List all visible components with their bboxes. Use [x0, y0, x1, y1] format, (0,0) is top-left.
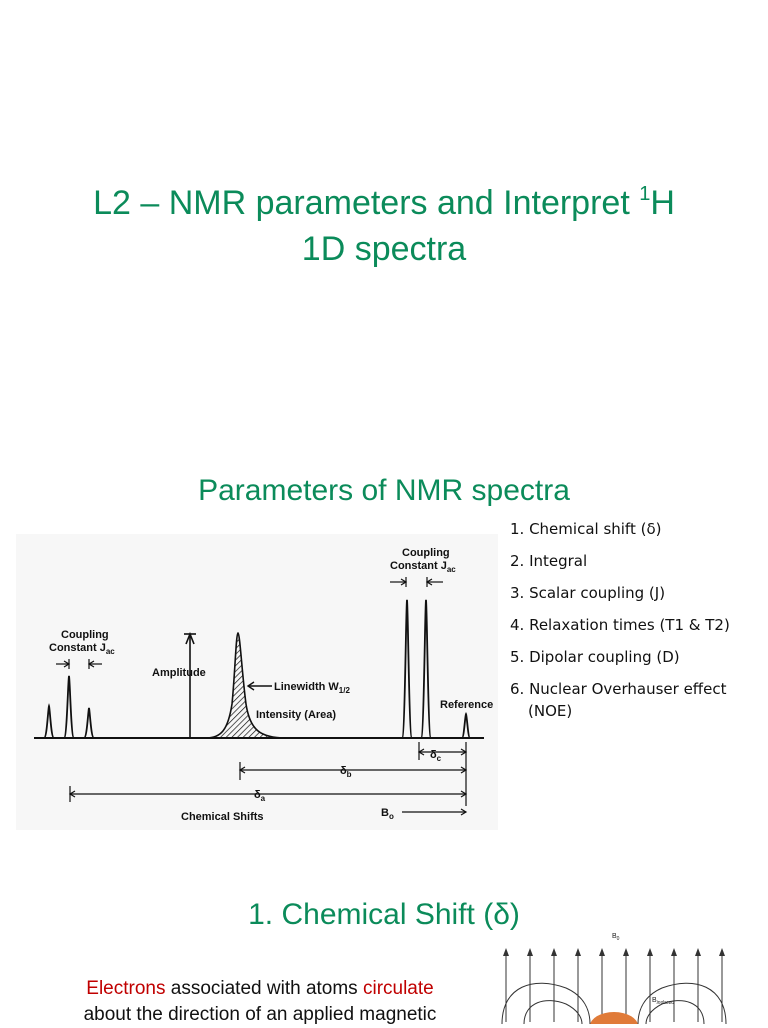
title-line-1: L2 – NMR parameters and Interpret 1H — [93, 183, 675, 222]
chemical-shifts-label: Chemical Shifts — [181, 811, 264, 823]
chemical-shift-heading: 1. Chemical Shift (δ) — [248, 898, 520, 931]
list-item: 6. Nuclear Overhauser effect(NOE) — [510, 680, 727, 720]
slide-title: L2 – NMR parameters and Interpret 1H 1D … — [0, 180, 768, 272]
delta-c-label: δc — [430, 749, 442, 763]
list-item: 5. Dipolar coupling (D) — [510, 648, 680, 666]
list-item: 3. Scalar coupling (J) — [510, 584, 666, 602]
delta-b-label: δb — [340, 765, 352, 779]
induced-field-diagram: B0 Binduced — [501, 933, 727, 1024]
b0-field-label: B0 — [612, 933, 620, 942]
chemical-shift-text: Electrons associated with atoms circulat… — [83, 978, 437, 1025]
coupling-left-label-1: Coupling — [61, 629, 109, 641]
reference-peak — [461, 711, 471, 739]
binduced-label: Binduced — [652, 997, 674, 1006]
title-line-2: 1D spectra — [301, 230, 467, 268]
amplitude-label: Amplitude — [152, 667, 206, 679]
coupling-left-label-2: Constant Jac — [49, 642, 115, 656]
left-multiplet — [43, 675, 95, 739]
coupling-right-label-1: Coupling — [402, 547, 450, 559]
list-item: 4. Relaxation times (T1 & T2) — [510, 616, 730, 634]
reference-label: Reference — [440, 699, 493, 711]
intensity-label: Intensity (Area) — [256, 709, 336, 721]
right-doublet — [401, 599, 432, 739]
list-item: 1. Chemical shift (δ) — [510, 520, 662, 538]
coupling-right-label-2: Constant Jac — [390, 560, 456, 574]
section-title: Parameters of NMR spectra — [198, 474, 570, 507]
linewidth-label: Linewidth W1/2 — [274, 681, 350, 695]
nmr-spectrum-figure: Coupling Constant Jac Coupling Constant … — [16, 534, 498, 830]
delta-a-label: δa — [254, 789, 266, 803]
nucleus-shape — [590, 1012, 638, 1024]
parameter-list: 1. Chemical shift (δ) 2. Integral 3. Sca… — [510, 518, 760, 722]
list-item: 2. Integral — [510, 552, 588, 570]
b0-label: Bo — [381, 807, 394, 821]
broad-peak — [205, 632, 287, 739]
